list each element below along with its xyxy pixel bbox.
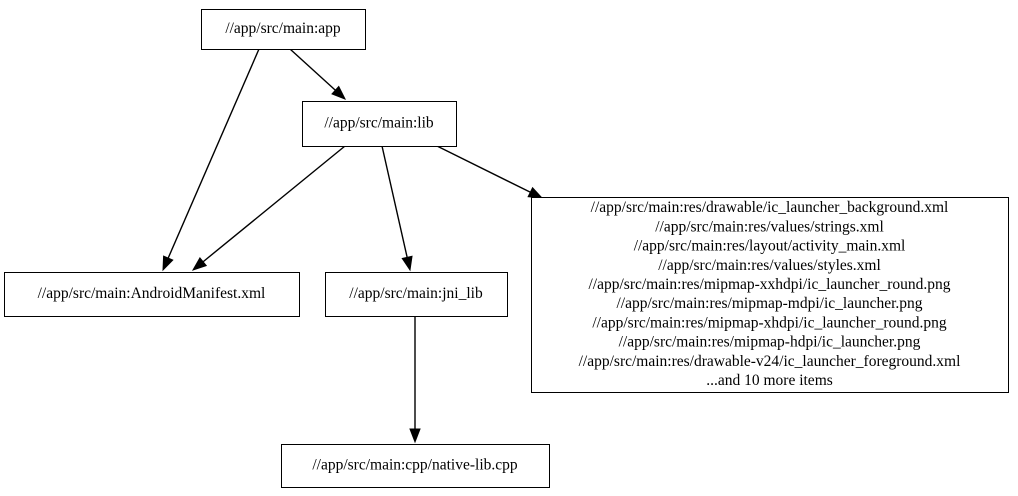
edge-line [289,48,337,92]
node-label-line: //app/src/main:lib [324,115,434,132]
nodes-layer: //app/src/main:app //app/src/main:lib //ap… [4,9,1009,488]
graph-node-manifest[interactable]: //app/src/main:AndroidManifest.xml [4,272,300,317]
edge-arrowhead [191,257,208,271]
graph-edge [381,145,413,272]
node-box[interactable] [201,9,366,50]
node-label-line: //app/src/main:res/mipmap-mdpi/ic_launch… [616,295,922,312]
node-box[interactable] [302,101,457,147]
node-label-line: //app/src/main:jni_lib [349,285,483,302]
graph-edge [409,316,421,444]
edge-arrowhead [162,255,174,272]
node-label-line: //app/src/main:res/layout/activity_main.… [634,238,906,255]
graph-node-native_lib_cpp[interactable]: //app/src/main:cpp/native-lib.cpp [281,444,550,488]
edge-arrowhead [331,85,347,100]
node-label-line: //app/src/main:res/drawable-v24/ic_launc… [579,353,961,370]
graph-node-app[interactable]: //app/src/main:app [201,9,366,50]
node-box[interactable] [4,272,300,317]
edge-line [436,145,533,194]
node-label-line: //app/src/main:res/values/strings.xml [655,218,884,235]
edges-layer [162,48,544,444]
edge-arrowhead [409,428,421,444]
node-label-line: //app/src/main:res/mipmap-hdpi/ic_launch… [619,334,921,351]
edge-arrowhead [527,186,544,199]
node-label-line: ...and 10 more items [706,372,833,389]
edge-line [201,145,346,264]
graph-edge [162,48,260,272]
node-box[interactable] [325,272,508,317]
edge-line [166,48,260,260]
edge-line [381,145,409,259]
node-label-line: //app/src/main:AndroidManifest.xml [38,285,266,302]
node-label-line: //app/src/main:res/mipmap-xhdpi/ic_launc… [592,314,947,331]
graph-edge [436,145,544,199]
graph-node-resources[interactable]: //app/src/main:res/drawable/ic_launcher_… [531,197,1009,393]
node-box[interactable] [531,197,1009,393]
node-label-line: //app/src/main:res/values/styles.xml [658,257,881,274]
node-label-line: //app/src/main:app [225,20,341,37]
node-label-line: //app/src/main:cpp/native-lib.cpp [312,457,518,474]
graph-node-lib[interactable]: //app/src/main:lib [302,101,457,147]
graph-node-jni_lib[interactable]: //app/src/main:jni_lib [325,272,508,317]
graph-edge [289,48,347,100]
graph-edge [191,145,346,271]
node-box[interactable] [281,444,550,488]
node-label-line: //app/src/main:res/mipmap-xxhdpi/ic_laun… [588,276,950,293]
node-label-line: //app/src/main:res/drawable/ic_launcher_… [591,199,949,216]
edge-arrowhead [401,255,413,272]
